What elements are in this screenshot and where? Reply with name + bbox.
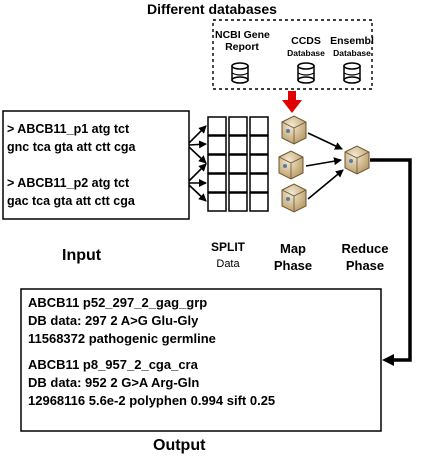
databases-box [212,19,373,90]
input-box [2,110,190,220]
map-server-icon-2 [278,150,304,180]
split-label: SPLIT Data [210,240,245,270]
database-feed-arrow [282,91,302,113]
split-data-blocks [207,116,269,212]
database-label-ensembl: Ensembl Database [330,35,374,58]
split-arrows [188,125,207,202]
database-icon-ensembl [343,62,361,84]
map-to-reduce-arrows [305,132,344,200]
database-icon-ncbi [231,62,249,84]
output-records: ABCB11 p52_297_2_gag_grp DB data: 297 2 … [28,295,276,408]
reduce-phase-label: Reduce Phase [341,241,389,273]
database-icon-ccds [297,62,315,84]
output-box [20,288,382,432]
reduce-to-output-arrow [370,158,412,366]
input-sequences: > ABCB11_p1 atg tct gnc tca gta att ctt … [7,122,136,208]
map-server-icon-3 [281,183,307,213]
reduce-server-icon [344,145,370,175]
databases-title: Different databases [147,1,277,17]
map-server-icon-1 [281,115,307,145]
input-label: Input [62,247,102,264]
database-label-ncbi: NCBI Gene Report [215,29,270,53]
map-phase-label: Map Phase [273,241,313,273]
output-label: Output [153,437,206,454]
database-label-ccds: CCDS Database [287,35,325,58]
